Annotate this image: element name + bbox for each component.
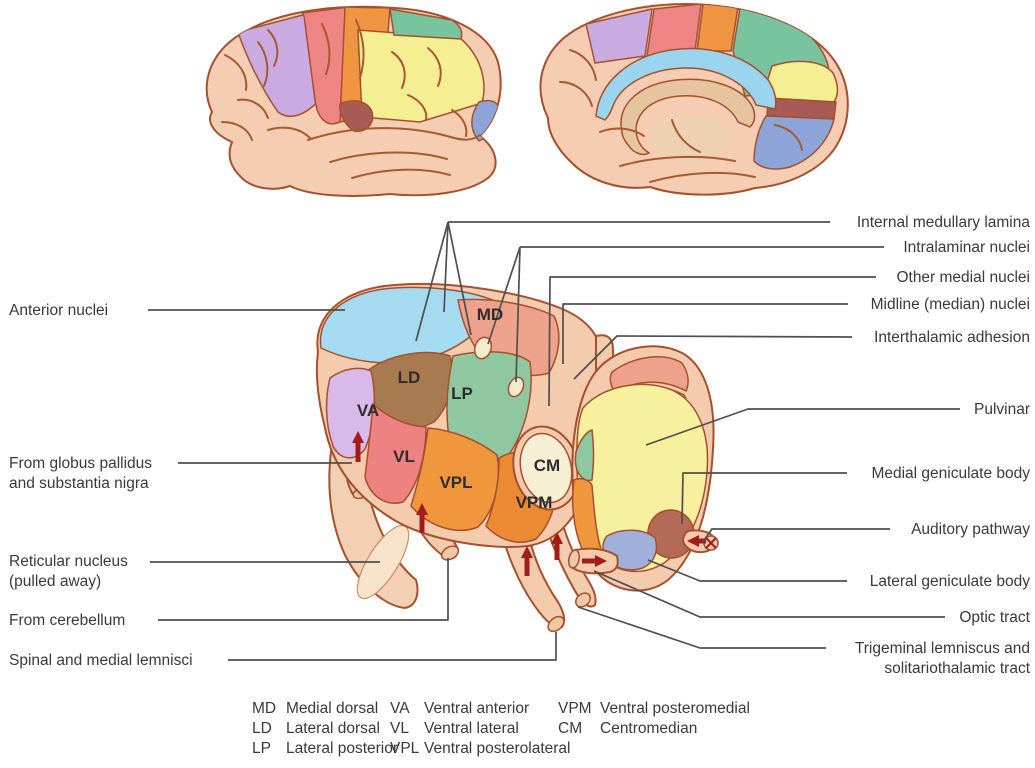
legend-item: LP Lateral posterior <box>252 740 399 757</box>
legend-column-1: MD Medial dorsal LD Lateral dorsal LP La… <box>252 699 398 759</box>
cerebellum-line <box>158 558 449 621</box>
label-midline-nuclei: Midline (median) nuclei <box>870 296 1030 313</box>
midline-nuclei-line <box>562 303 848 364</box>
label-reticular-nucleus: Reticular nucleus (pulled away) <box>9 553 128 590</box>
lateral-brain-sulci <box>221 19 481 179</box>
label-spinal-lemnisci: Spinal and medial lemnisci <box>9 652 193 669</box>
interthalamic-line <box>573 335 853 380</box>
legend-item: CM Centromedian <box>558 720 698 737</box>
auditory-maroon-patch <box>339 100 374 132</box>
label-interthalamic-adhesion: Interthalamic adhesion <box>874 329 1030 346</box>
legend-item: VA Ventral anterior <box>390 700 530 717</box>
cm-region <box>519 432 573 504</box>
other-medial-line <box>548 276 876 407</box>
posterior-green-sliver <box>574 428 595 482</box>
legend-item: VPM Ventral posteromedial <box>558 700 750 717</box>
va-region <box>325 367 376 459</box>
medial-brain-illustration <box>539 3 849 196</box>
medial-occipital-blue-patch <box>753 115 835 170</box>
label-auditory-pathway: Auditory pathway <box>911 521 1030 538</box>
occipital-blue-patch <box>471 99 500 142</box>
nucleus-label-va: VA <box>356 401 380 420</box>
auditory-cut-x-mark <box>705 537 717 549</box>
intralaminar-oval-2 <box>507 376 525 398</box>
medial-geniculate-line <box>681 472 847 525</box>
nucleus-label-cm: CM <box>533 456 561 475</box>
parietal-area-patch <box>357 29 485 123</box>
label-medial-geniculate-body: Medial geniculate body <box>871 465 1030 482</box>
nucleus-label-lp: LP <box>451 384 473 403</box>
auditory-line <box>701 528 890 544</box>
medial-somatosensory-patch <box>696 4 739 52</box>
vl-region <box>364 402 427 504</box>
legend-item: LD Lateral dorsal <box>252 720 380 737</box>
nucleus-label-vpl: VPL <box>439 473 473 492</box>
posterior-green-patch <box>389 8 463 40</box>
thalamus-shading <box>650 114 730 162</box>
medial-brain-sulci <box>559 49 803 183</box>
label-other-medial-nuclei: Other medial nuclei <box>896 269 1030 286</box>
posterior-salmon-band-1 <box>609 356 689 395</box>
label-globus-pallidus: From globus pallidus and substantia nigr… <box>9 455 153 492</box>
label-from-cerebellum: From cerebellum <box>9 612 126 629</box>
corpus-callosum <box>620 78 756 156</box>
label-pulvinar: Pulvinar <box>974 401 1030 418</box>
nucleus-label-md: MD <box>476 305 504 324</box>
optic-tract-line <box>593 570 945 618</box>
label-optic-tract: Optic tract <box>959 609 1030 626</box>
legend-item: VL Ventral lateral <box>390 720 519 737</box>
label-intralaminar-nuclei: Intralaminar nuclei <box>903 239 1030 256</box>
optic-tract-cut-end <box>568 549 580 569</box>
nucleus-label-ld: LD <box>397 368 421 387</box>
pathway-arrows <box>352 431 706 576</box>
medial-premotor-patch <box>585 8 653 64</box>
legend-column-2: VA Ventral anterior VL Ventral lateral V… <box>390 699 570 759</box>
spinal-lemnisci-line <box>228 632 557 661</box>
trigeminal-line <box>577 606 826 649</box>
nucleus-label-vpm: VPM <box>515 493 553 512</box>
lateral-brain-illustration <box>205 5 502 197</box>
intralaminar-oval-1 <box>473 336 493 360</box>
label-anterior-nuclei: Anterior nuclei <box>9 302 109 319</box>
legend-column-3: VPM Ventral posteromedial CM Centromedia… <box>558 699 750 739</box>
label-trigeminal-lemniscus: Trigeminal lemniscus and solitariothalam… <box>854 640 1030 677</box>
pulvinar-line <box>645 408 960 446</box>
cingulate-gyrus-band <box>595 47 777 121</box>
vpl-region <box>410 427 500 532</box>
leader-lines <box>148 221 960 661</box>
label-internal-medullary-lamina: Internal medullary lamina <box>856 214 1030 231</box>
lateral-geniculate-line <box>647 559 847 582</box>
nucleus-label-vl: VL <box>393 447 415 466</box>
legend-item: MD Medial dorsal <box>252 700 379 717</box>
label-lateral-geniculate-body: Lateral geniculate body <box>869 573 1030 590</box>
thalamus-diagram <box>315 282 719 633</box>
legend-item: VPL Ventral posterolateral <box>390 740 571 757</box>
